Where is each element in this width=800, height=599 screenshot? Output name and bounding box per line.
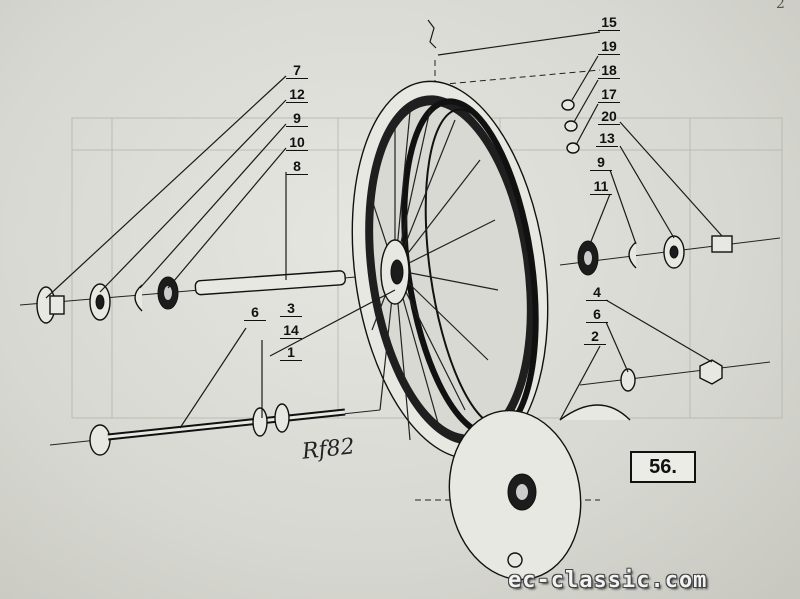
callout-14: 14 xyxy=(280,322,302,339)
callout-9-right: 9 xyxy=(590,154,612,171)
part-6-spacer-right xyxy=(620,368,636,392)
callout-1: 1 xyxy=(280,344,302,361)
part-15-cotter-pin xyxy=(427,19,437,49)
callout-12: 12 xyxy=(286,86,308,103)
right-lower-axis-line xyxy=(579,361,771,386)
part-11-bearing-right xyxy=(577,240,599,276)
callout-2: 2 xyxy=(584,328,606,345)
callout-19: 19 xyxy=(598,38,620,55)
callout-13: 13 xyxy=(596,130,618,147)
callout-10: 10 xyxy=(286,134,308,151)
callout-7: 7 xyxy=(286,62,308,79)
callout-15: 15 xyxy=(598,14,620,31)
part-7-nut xyxy=(36,286,65,324)
callout-6-right: 6 xyxy=(586,306,608,323)
part-18-washer xyxy=(564,120,578,132)
callout-11: 11 xyxy=(590,178,612,195)
part-2-brake-plate xyxy=(448,404,631,581)
callout-4: 4 xyxy=(586,284,608,301)
part-9-circlip-right xyxy=(628,241,637,269)
part-9-circlip-left xyxy=(134,284,143,312)
callout-3: 3 xyxy=(280,300,302,317)
callout-8: 8 xyxy=(286,158,308,175)
callout-9-left: 9 xyxy=(286,110,308,127)
watermark: ec-classic.com xyxy=(508,568,708,593)
part-13-spacer xyxy=(663,235,685,269)
callout-20: 20 xyxy=(598,108,620,125)
leader-lines xyxy=(45,31,723,429)
wheel xyxy=(351,80,549,460)
part-12-spacer xyxy=(89,283,111,321)
part-10-bearing-left xyxy=(157,276,179,310)
callout-18: 18 xyxy=(598,62,620,79)
figure-number: 56. xyxy=(630,451,696,483)
alignment-line-top xyxy=(434,60,601,86)
corner-mark: 2 xyxy=(776,0,785,12)
callout-6-left: 6 xyxy=(244,304,266,321)
part-17-washer xyxy=(566,142,580,154)
part-20-nut xyxy=(711,235,733,253)
part-4-nut xyxy=(699,359,723,385)
part-6-axle xyxy=(89,403,346,456)
part-8-sleeve xyxy=(194,270,346,296)
callout-17: 17 xyxy=(598,86,620,103)
part-19-washer xyxy=(561,99,575,111)
